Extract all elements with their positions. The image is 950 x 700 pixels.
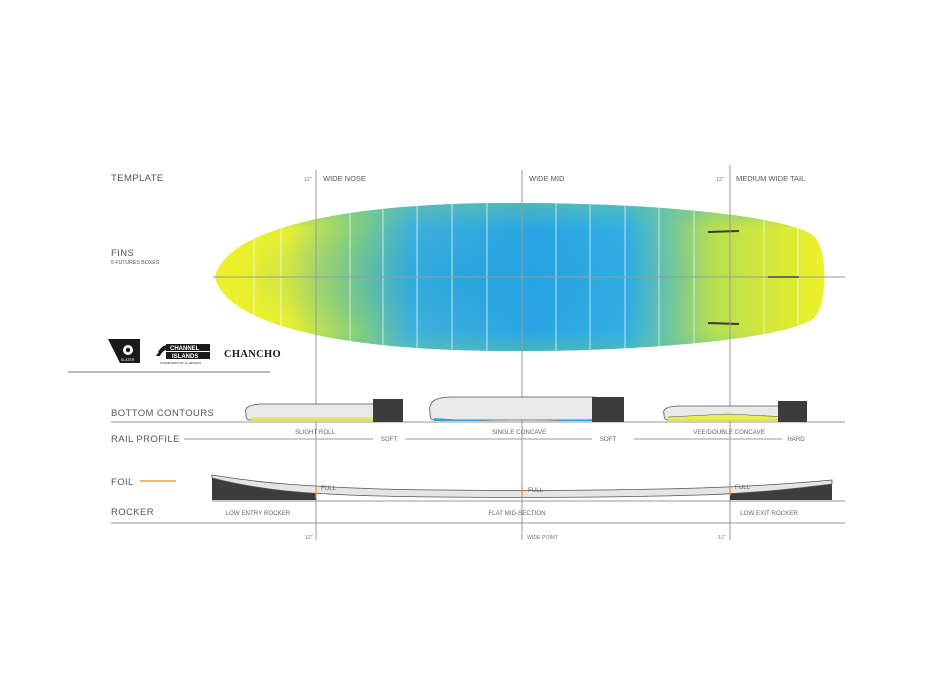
tail-measure-label: 12" <box>716 177 724 183</box>
foil-title: FOIL <box>111 477 134 488</box>
rail-mid-label: SOFT <box>600 436 617 443</box>
chancho-logo: CHANCHO <box>224 349 281 360</box>
rocker-nose-label: LOW ENTRY ROCKER <box>226 510 291 517</box>
fin-box-right <box>707 322 740 325</box>
fin-box-left <box>707 230 740 233</box>
svg-text:ISLANDS: ISLANDS <box>172 354 198 360</box>
contour-tail-section <box>663 401 807 422</box>
svg-text:CHANNEL: CHANNEL <box>170 346 200 352</box>
rail-profile-title: RAIL PROFILE <box>111 434 180 445</box>
wide-point-label: WIDE POINT <box>527 535 559 541</box>
foil-rocker-profile <box>211 474 833 500</box>
foil-tail-label: FULL <box>735 484 751 491</box>
bottom-contours-title: BOTTOM CONTOURS <box>111 408 214 419</box>
channel-islands-logo: CHANNEL ISLANDS SURFBOARDS BY AL MERRICK <box>156 344 210 365</box>
svg-text:SURFBOARDS BY AL MERRICK: SURFBOARDS BY AL MERRICK <box>160 361 202 365</box>
firewire-logo: SLATER <box>108 339 140 363</box>
nose-measure-label: 12" <box>304 177 312 183</box>
rocker-title: ROCKER <box>111 507 154 518</box>
wide-nose-label: WIDE NOSE <box>323 174 366 183</box>
fins-title: FINS <box>111 248 134 259</box>
rail-nose-label: SOFT <box>381 436 398 443</box>
medium-wide-tail-label: MEDIUM WIDE TAIL <box>736 174 805 183</box>
foil-nose-label: FULL <box>321 485 337 492</box>
foil-mid-label: FULL <box>528 487 544 494</box>
wide-mid-label: WIDE MID <box>529 174 565 183</box>
single-concave-label: SINGLE CONCAVE <box>492 429 547 436</box>
slight-roll-label: SLIGHT ROLL <box>295 429 336 436</box>
rocker-tail-label: LOW EXIT ROCKER <box>740 510 798 517</box>
svg-text:SLATER: SLATER <box>121 358 135 362</box>
surfboard-template <box>215 202 825 352</box>
rocker-mid-label: FLAT MID-SECTION <box>488 510 545 517</box>
template-title: TEMPLATE <box>111 173 164 184</box>
fins-subtitle: 5 FUTURES BOXES <box>111 260 160 266</box>
bottom-tail-measure: 12" <box>718 535 726 541</box>
vee-double-concave-label: VEE/DOUBLE CONCAVE <box>693 429 764 436</box>
contour-nose-section <box>245 399 403 422</box>
bottom-nose-measure: 12" <box>305 535 313 541</box>
contour-mid-section <box>429 396 624 422</box>
rail-tail-label: HARD <box>787 436 805 443</box>
